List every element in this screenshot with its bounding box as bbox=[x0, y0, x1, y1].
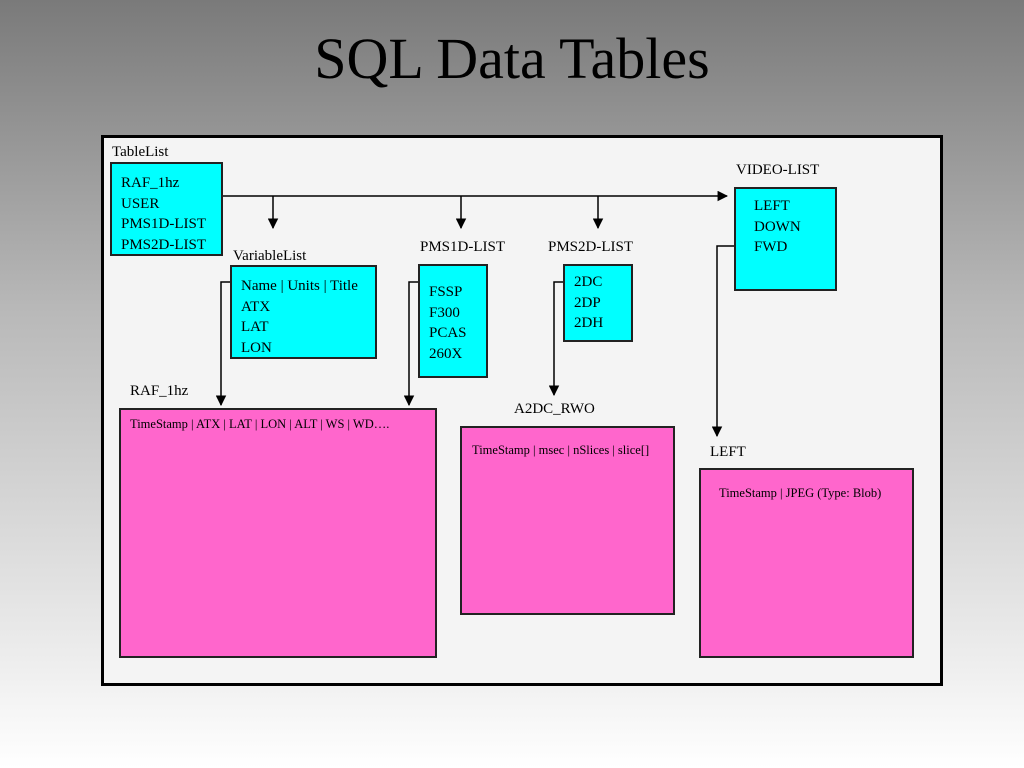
left-table: TimeStamp | JPEG (Type: Blob) bbox=[699, 468, 914, 658]
list-item: F300 bbox=[429, 304, 460, 321]
a2dc-label: A2DC_RWO bbox=[514, 401, 595, 417]
connector-pms1d-raf bbox=[403, 281, 418, 407]
connector-variablelist-raf bbox=[215, 281, 230, 407]
raf-table: TimeStamp | ATX | LAT | LON | ALT | WS |… bbox=[119, 408, 437, 658]
left-columns: TimeStamp | JPEG (Type: Blob) bbox=[719, 486, 882, 500]
list-item: PCAS bbox=[429, 325, 467, 341]
a2dc-table: TimeStamp | msec | nSlices | slice[] bbox=[460, 426, 675, 615]
list-item: FWD bbox=[754, 239, 788, 255]
list-item: 2DC bbox=[574, 274, 603, 290]
a2dc-columns: TimeStamp | msec | nSlices | slice[] bbox=[472, 443, 650, 457]
list-item: 2DP bbox=[574, 294, 601, 311]
tablelist-box: RAF_1hz USER PMS1D-LIST PMS2D-LIST bbox=[110, 162, 223, 256]
list-item: DOWN bbox=[754, 218, 801, 235]
list-item: USER bbox=[121, 195, 160, 212]
list-item: 2DH bbox=[574, 315, 604, 331]
raf-columns: TimeStamp | ATX | LAT | LON | ALT | WS |… bbox=[130, 417, 390, 431]
pms2d-box: 2DC 2DP 2DH bbox=[563, 264, 633, 342]
list-item: PMS2D-LIST bbox=[121, 236, 207, 253]
left-label: LEFT bbox=[710, 444, 746, 460]
variablelist-label: VariableList bbox=[233, 248, 307, 264]
list-item: Name | Units | Title bbox=[241, 278, 358, 294]
pms1d-box: FSSP F300 PCAS 260X bbox=[418, 264, 488, 378]
variablelist-box: Name | Units | Title ATX LAT LON bbox=[230, 265, 377, 359]
video-box: LEFT DOWN FWD bbox=[734, 187, 837, 291]
pms1d-label: PMS1D-LIST bbox=[420, 239, 506, 255]
pms2d-label: PMS2D-LIST bbox=[548, 239, 634, 255]
slide-title: SQL Data Tables bbox=[314, 26, 710, 91]
raf-label: RAF_1hz bbox=[130, 383, 189, 399]
list-item: 260X bbox=[429, 345, 463, 362]
list-item: PMS1D-LIST bbox=[121, 216, 207, 232]
connector-video-left bbox=[711, 245, 735, 438]
list-item: LEFT bbox=[754, 198, 790, 214]
list-item: LAT bbox=[241, 319, 269, 335]
list-item: LON bbox=[241, 339, 272, 356]
connector-pms2d-a2dc bbox=[548, 281, 563, 397]
list-item: FSSP bbox=[429, 284, 463, 300]
video-label: VIDEO-LIST bbox=[736, 162, 820, 178]
list-item: ATX bbox=[241, 298, 271, 315]
tablelist-label: TableList bbox=[112, 144, 169, 160]
list-item: RAF_1hz bbox=[121, 175, 180, 191]
